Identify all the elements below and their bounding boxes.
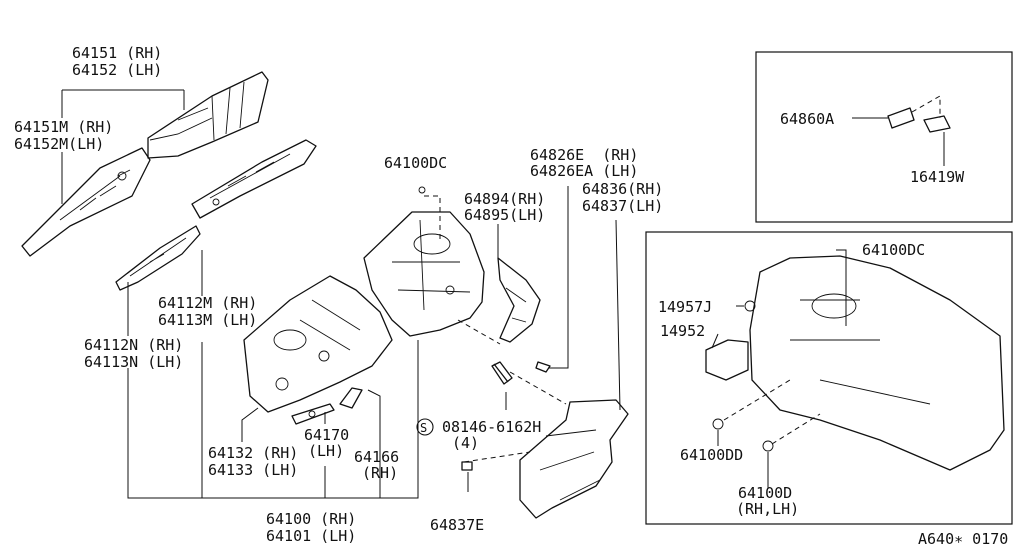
part-64894-bracket	[497, 257, 541, 343]
label-64100DC: 64100DC	[384, 154, 447, 172]
label-64101: 64101 (LH)	[266, 527, 356, 545]
label-64152M: 64152M(LH)	[14, 135, 104, 153]
part-64151-upper-rail	[147, 71, 269, 159]
label-08146-qty: (4)	[452, 434, 479, 452]
inset-box-bottom	[645, 231, 1013, 525]
screw-symbol-circle	[416, 418, 434, 436]
figure-reference: A640∗ 0170	[918, 530, 1008, 548]
label-64170: 64170	[304, 426, 349, 444]
part-64170-small-bracket	[291, 403, 335, 425]
inset-bottom-parts	[705, 249, 1005, 488]
inset-top-parts	[852, 95, 951, 166]
label-64837E: 64837E	[430, 516, 484, 534]
label-64170-side: (LH)	[308, 442, 344, 460]
part-64100DC-wheelhouse	[363, 211, 485, 337]
label-64113N: 64113N (LH)	[84, 353, 183, 371]
label-14952: 14952	[660, 322, 705, 340]
label-64895: 64895(LH)	[464, 206, 545, 224]
leader-lines	[61, 89, 621, 499]
label-64133: 64133 (LH)	[208, 461, 298, 479]
label-64100DD: 64100DD	[680, 446, 743, 464]
screw-symbol: S	[420, 421, 427, 435]
label-16419W: 16419W	[910, 168, 965, 186]
label-64112N: 64112N (RH)	[84, 336, 183, 354]
label-64113M: 64113M (LH)	[158, 311, 257, 329]
part-labels: 64151 (RH) 64152 (LH) 64151M (RH) 64152M…	[14, 44, 1008, 548]
label-64836: 64836(RH)	[582, 180, 663, 198]
label-64166-side: (RH)	[362, 464, 398, 482]
label-64112M: 64112M (RH)	[158, 294, 257, 312]
label-64151: 64151 (RH)	[72, 44, 162, 62]
inset-box-top	[755, 51, 1013, 223]
label-64132: 64132 (RH)	[208, 444, 298, 462]
label-64100D-side: (RH,LH)	[736, 500, 799, 518]
label-64100: 64100 (RH)	[266, 510, 356, 528]
part-64132-hood-ledge	[243, 275, 393, 413]
label-08146: 08146-6162H	[442, 418, 541, 436]
label-64166: 64166	[354, 448, 399, 466]
label-14957J: 14957J	[658, 298, 712, 316]
part-64112N-lower-member	[115, 225, 201, 291]
part-64166-small-bracket	[339, 387, 363, 409]
label-64826E: 64826E (RH)	[530, 146, 638, 164]
label-64837: 64837(LH)	[582, 197, 663, 215]
label-64860A: 64860A	[780, 110, 834, 128]
label-64100DC-inset: 64100DC	[862, 241, 925, 259]
label-64826EA: 64826EA (LH)	[530, 162, 638, 180]
label-64894: 64894(RH)	[464, 190, 545, 208]
label-64151M: 64151M (RH)	[14, 118, 113, 136]
part-64112M-member	[191, 139, 317, 219]
label-64100D: 64100D	[738, 484, 792, 502]
part-fasteners	[418, 186, 551, 471]
part-64151M-side-member	[21, 147, 151, 257]
part-64836-splash-shield	[519, 399, 629, 519]
label-64152: 64152 (LH)	[72, 61, 162, 79]
